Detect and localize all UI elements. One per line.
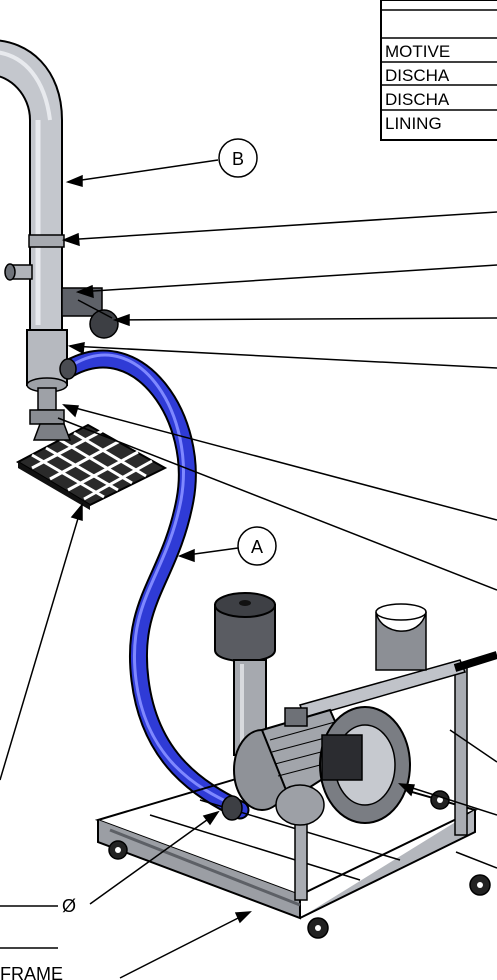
blue-hose: [59, 349, 250, 820]
frame-label: FRAME: [0, 964, 63, 980]
callout-a: A: [237, 526, 277, 566]
blower-motor: [221, 706, 411, 826]
suction-grate: [15, 423, 168, 510]
table-row-lining: LINING: [385, 114, 442, 133]
leader-lines: [0, 159, 497, 979]
callout-b-label: B: [232, 149, 244, 169]
table-row-motive: MOTIVE: [385, 42, 450, 61]
callout-b: B: [218, 138, 258, 178]
spec-table: MOTIVE DISCHA DISCHA LINING: [380, 0, 497, 141]
table-row-discharge-1: DISCHA: [385, 66, 450, 85]
diameter-symbol: Ø: [62, 896, 76, 916]
callout-a-label: A: [251, 537, 263, 557]
table-row-discharge-2: DISCHA: [385, 90, 450, 109]
